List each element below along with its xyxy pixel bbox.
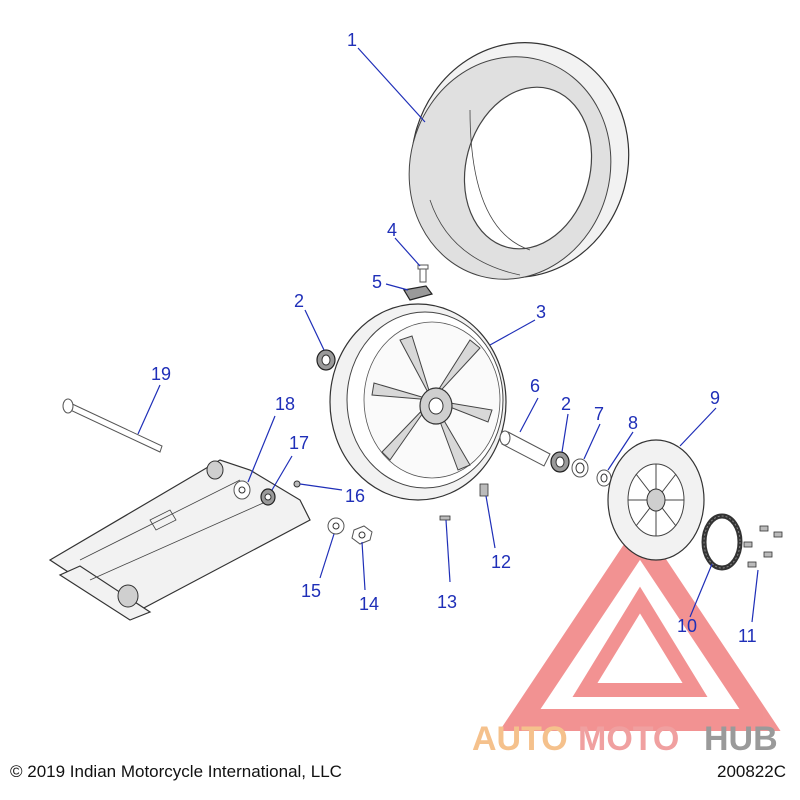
bearing-right — [550, 451, 570, 473]
callout-12: 12 — [491, 552, 511, 572]
callout-4: 4 — [387, 220, 397, 240]
pin-16 — [293, 480, 301, 488]
screw-12 — [479, 483, 489, 497]
valve-screw — [417, 264, 429, 283]
axle — [62, 398, 163, 453]
callout-6: 6 — [530, 376, 540, 396]
watermark-hub: HUB — [704, 720, 778, 758]
washer-17 — [260, 488, 276, 506]
callout-7: 7 — [594, 404, 604, 424]
brake-disc — [607, 439, 705, 561]
callout-3: 3 — [536, 302, 546, 322]
wheel-rim — [329, 303, 507, 501]
spacer-tube — [499, 430, 551, 467]
seal — [571, 458, 589, 478]
callout-2-right: 2 — [561, 394, 571, 414]
callout-numbers: 1 2 2 3 4 5 6 7 8 9 10 11 12 13 14 15 16… — [151, 30, 757, 646]
bushing-18 — [233, 480, 251, 500]
callout-16: 16 — [345, 486, 365, 506]
callout-2-left: 2 — [294, 291, 304, 311]
disc-bolts — [743, 525, 783, 568]
nut-14 — [351, 525, 373, 545]
balance-weight — [403, 285, 434, 301]
callout-19: 19 — [151, 364, 171, 384]
copyright-text: © 2019 Indian Motorcycle International, … — [10, 762, 342, 781]
tone-ring — [701, 513, 743, 571]
bearing-left — [316, 349, 336, 371]
callout-14: 14 — [359, 594, 379, 614]
callout-10: 10 — [677, 616, 697, 636]
callout-17: 17 — [289, 433, 309, 453]
bolt-13 — [439, 515, 451, 521]
washer-15 — [327, 517, 345, 535]
leader-lines — [137, 47, 759, 623]
callout-11: 11 — [738, 626, 757, 646]
watermark-logo-icon — [499, 520, 781, 731]
watermark-text: AUTO MOTO HUB — [472, 720, 778, 758]
tire — [408, 42, 630, 280]
callout-9: 9 — [710, 388, 720, 408]
wheel-spacer — [596, 469, 612, 487]
callout-8: 8 — [628, 413, 638, 433]
callout-18: 18 — [275, 394, 295, 414]
callout-1: 1 — [347, 30, 357, 50]
watermark-moto: MOTO — [578, 720, 679, 758]
swingarm — [48, 459, 311, 621]
callout-13: 13 — [437, 592, 457, 612]
watermark-auto: AUTO — [472, 720, 568, 758]
callout-15: 15 — [301, 581, 321, 601]
callout-5: 5 — [372, 272, 382, 292]
diagram-code: 200822C — [716, 762, 786, 781]
